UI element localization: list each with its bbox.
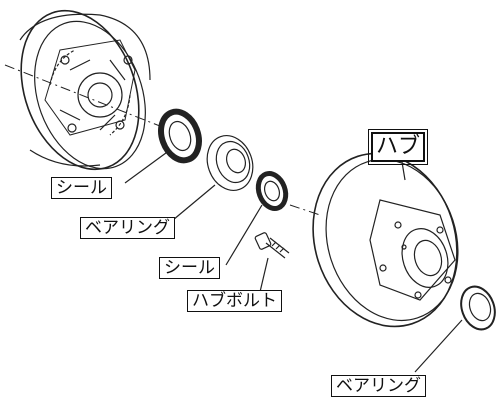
seal-outer-part — [158, 108, 202, 164]
brake-assembly — [19, 9, 151, 171]
leader-seal-outer — [124, 149, 171, 184]
axis-line-mid — [289, 204, 321, 216]
seal-inner-part — [255, 171, 289, 211]
bearing-outer-part — [460, 285, 496, 331]
leader-seal-inner — [225, 204, 263, 266]
leader-bearing-outer — [414, 319, 463, 373]
axis-line-left — [4, 64, 166, 129]
leader-hub-bolt — [259, 257, 269, 293]
hub-part — [312, 152, 459, 328]
label-bearing-outer: ベアリング — [331, 375, 426, 397]
leader-bearing-inner — [172, 184, 216, 221]
label-hub: ハブ — [367, 129, 429, 165]
label-seal-inner: シール — [159, 257, 220, 279]
label-bearing-inner: ベアリング — [80, 217, 175, 239]
label-hub-bolt: ハブボルト — [187, 290, 282, 312]
hub-bolt-part — [254, 232, 290, 259]
bearing-inner-part — [206, 135, 254, 191]
label-seal-outer: シール — [51, 177, 112, 199]
leader-hub — [401, 161, 406, 181]
